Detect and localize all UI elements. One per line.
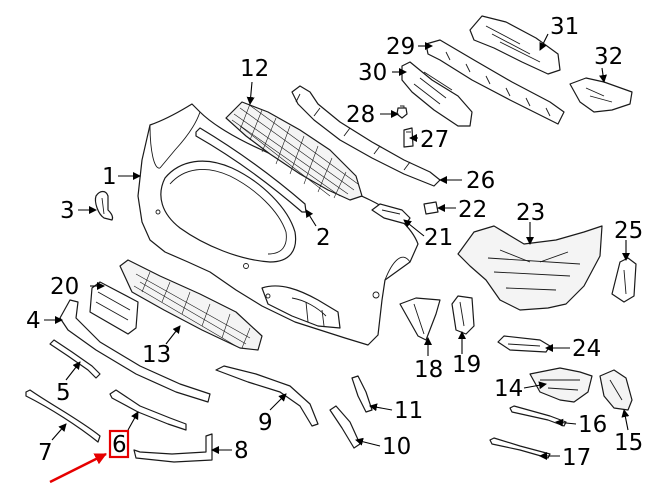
impact-absorber-bracket-part [401,61,473,127]
lower-side-panel-part [457,225,603,311]
callout-16: 16 [578,412,607,438]
callout-24: 24 [572,336,601,362]
lower-strip-left-part [25,389,101,443]
upper-mounting-bracket-part [291,85,441,187]
bottom-strip-right-part [489,437,551,459]
callout-23: 23 [516,200,545,226]
lower-strip-center-part [133,433,213,463]
highlight-arrow [49,452,107,484]
chrome-strip-left-part [49,339,101,379]
callout-13: 13 [142,342,171,368]
lower-strip-right-part [509,405,567,427]
callout-11: 11 [394,398,423,424]
callout-2: 2 [316,225,331,251]
lower-grille-part [119,259,263,351]
callout-28: 28 [346,102,375,128]
callout-26: 26 [466,168,495,194]
highlight-marker [49,429,130,484]
upper-carrier-part [469,15,561,75]
side-mount-bracket-part [569,77,633,113]
callout-25: 25 [614,218,643,244]
callout-21: 21 [424,225,453,251]
highlight-box [108,429,130,459]
chrome-strip-center-part [109,389,187,431]
air-duct-part [399,297,441,341]
wheel-arch-liner-part [529,367,593,403]
callout-3: 3 [60,198,75,224]
side-bracket-part [371,203,411,225]
leader-lines [44,33,630,460]
callout-22: 22 [458,197,487,223]
callout-6: 6 [112,432,127,458]
callout-10: 10 [382,434,411,460]
callout-9: 9 [258,410,273,436]
callout-14: 14 [494,376,523,402]
clip-part [403,127,414,148]
callout-19: 19 [452,352,481,378]
side-trim-left-part [215,365,319,427]
lower-lip-part [59,299,211,403]
callout-17: 17 [562,445,591,471]
corner-bracket-part [611,257,637,303]
fog-lamp-trim-lower-part [329,405,361,449]
callout-7: 7 [38,440,53,466]
fog-lamp-trim-upper-part [351,375,373,413]
upper-grille-part [225,101,363,201]
callout-8: 8 [234,438,249,464]
side-cover-part [599,369,633,411]
small-clip-part [423,201,439,215]
callout-27: 27 [420,127,449,153]
callout-31: 31 [550,14,579,40]
callout-15: 15 [614,430,643,456]
reinforcement-bar-part [425,39,565,125]
callout-29: 29 [386,34,415,60]
tow-cover-part [94,190,114,221]
callout-1: 1 [102,164,117,190]
callout-labels: 1 2 3 4 5 6 7 8 9 10 11 12 13 14 15 16 1… [26,14,643,471]
bumper-cover-part [137,103,419,346]
callout-30: 30 [358,60,387,86]
callout-32: 32 [594,44,623,70]
screw-part [396,105,408,119]
callout-5: 5 [56,380,71,406]
callout-4: 4 [26,308,41,334]
callout-18: 18 [414,357,443,383]
air-duct-right-part [451,295,475,335]
callout-12: 12 [240,56,269,82]
callout-20: 20 [50,274,79,300]
lower-support-part [497,335,551,353]
